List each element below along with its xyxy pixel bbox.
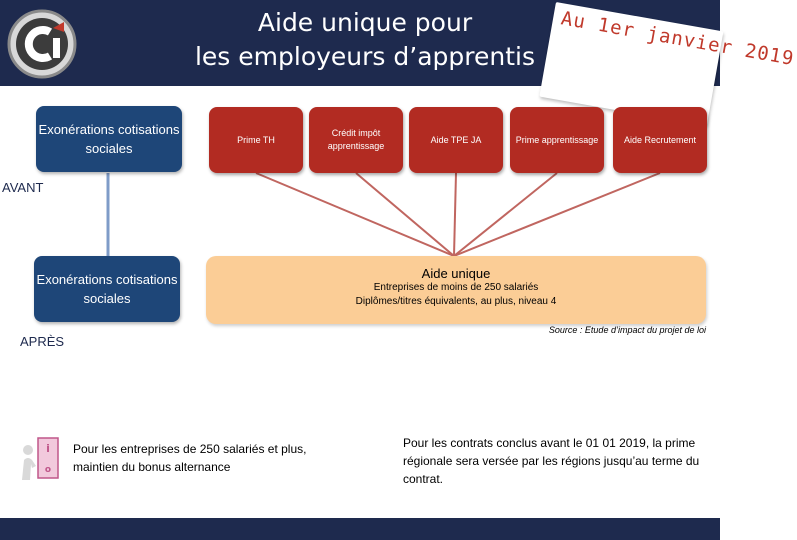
- aide-unique-condition-2: Diplômes/titres équivalents, au plus, ni…: [355, 296, 557, 307]
- source-note: Source : Etude d’impact du projet de loi: [548, 325, 706, 335]
- before-exonerations-box: Exonérations cotisations sociales: [36, 106, 182, 172]
- aid-label: Aide Recrutement: [623, 134, 697, 145]
- aid-label: Prime apprentissage: [515, 134, 599, 145]
- ci-logo-icon: [7, 9, 77, 79]
- svg-text:i: i: [46, 442, 50, 455]
- footer-bar: [0, 518, 720, 540]
- aid-box-aide-recrutement: Aide Recrutement: [613, 107, 707, 173]
- aid-box-aide-tpe: Aide TPE JA: [409, 107, 503, 173]
- aid-label: Crédit impôt apprentissage: [327, 128, 385, 151]
- aide-unique-condition-1: Entreprises de moins de 250 salariés: [373, 282, 539, 293]
- info-person-icon: i o: [22, 437, 59, 480]
- after-exonerations-box: Exonérations cotisations sociales: [34, 256, 180, 322]
- aid-label: Aide TPE JA: [430, 134, 482, 145]
- aide-unique-box: Aide unique Entreprises de moins de 250 …: [206, 256, 706, 324]
- title-line-1: Aide unique pour: [257, 8, 473, 37]
- aide-unique-title: Aide unique: [421, 266, 491, 281]
- aid-box-prime-th: Prime TH: [209, 107, 303, 173]
- avant-label: AVANT: [2, 180, 44, 195]
- svg-text:o: o: [45, 465, 51, 475]
- apres-label: APRÈS: [20, 334, 65, 349]
- prime-regionale-note: Pour les contrats conclus avant le 01 01…: [403, 436, 700, 486]
- before-exonerations-label: Exonérations cotisations sociales: [38, 122, 180, 156]
- bonus-alternance-note: Pour les entreprises de 250 salariés et …: [73, 442, 307, 474]
- after-exonerations-label: Exonérations cotisations sociales: [36, 272, 178, 306]
- aid-box-credit-impot: Crédit impôt apprentissage: [309, 107, 403, 173]
- page-title: Aide unique pour les employeurs d’appren…: [160, 6, 570, 74]
- connector-lines: [106, 172, 661, 257]
- aid-label: Prime TH: [237, 134, 275, 145]
- title-line-2: les employeurs d’apprentis: [194, 42, 535, 71]
- aid-box-prime-apprentissage: Prime apprentissage: [510, 107, 604, 173]
